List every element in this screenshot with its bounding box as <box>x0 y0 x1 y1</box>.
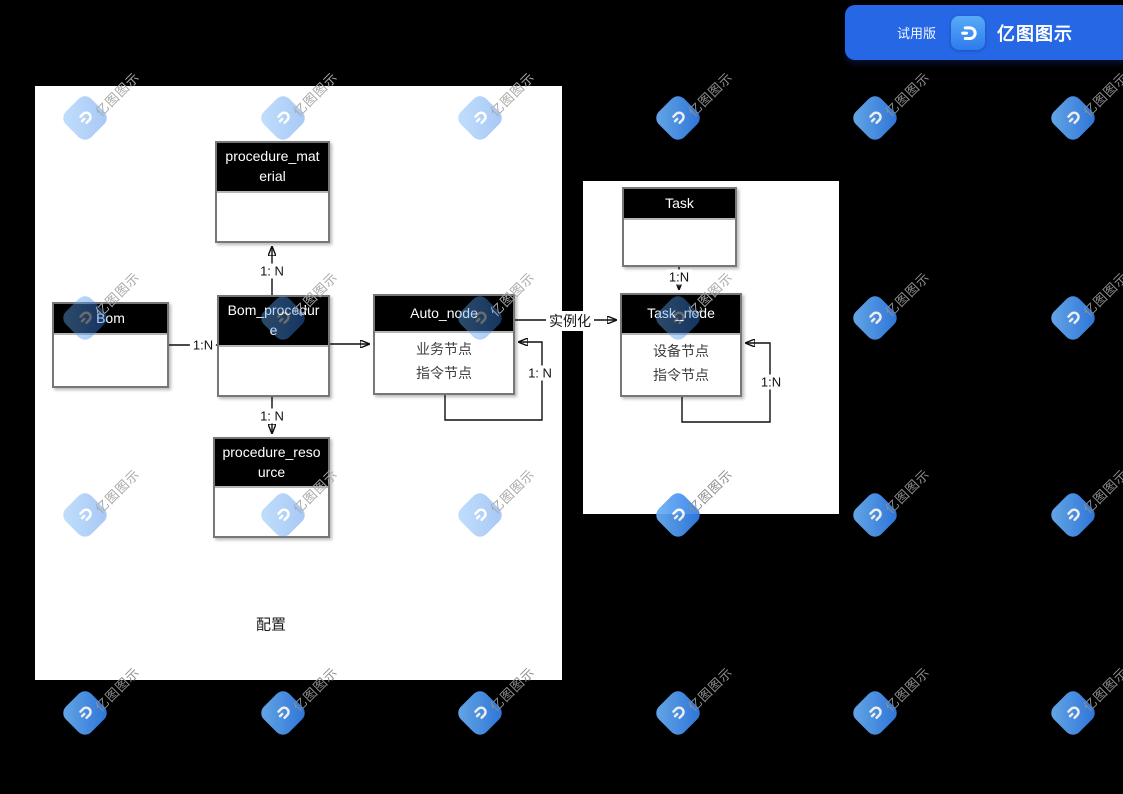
entity-title: procedure_resource <box>215 439 328 488</box>
entity-title: Auto_node <box>375 296 513 333</box>
bom_procedure-to-procedure_resource-label: 1: N <box>257 408 287 424</box>
auto_node-self-loop-label: 1: N <box>525 365 555 381</box>
entity-title: Bom <box>54 304 167 335</box>
entity-procedure_resource: procedure_resource <box>213 437 330 538</box>
auto_node-to-task_node-label: 实例化 <box>546 311 594 331</box>
auto_node-self-loop <box>444 342 543 421</box>
trial-banner: 试用版 亿图图示 <box>845 5 1123 60</box>
entity-body-line: 设备节点 <box>653 343 709 360</box>
entity-body: 业务节点指令节点 <box>375 333 513 391</box>
entity-body-line: 业务节点 <box>416 341 472 358</box>
entity-bom_procedure: Bom_procedure <box>217 295 330 397</box>
task_node-self-loop-label: 1:N <box>757 374 785 390</box>
bom_procedure-to-procedure_material-label: 1: N <box>257 263 287 279</box>
config-area-label: 配置 <box>255 616 287 634</box>
entity-task: Task <box>622 187 737 267</box>
entity-title: Bom_procedure <box>219 297 328 347</box>
entity-procedure_material: procedure_material <box>215 141 330 243</box>
brand-name: 亿图图示 <box>997 23 1074 44</box>
entity-title: Task <box>624 189 735 220</box>
trial-version-label: 试用版 <box>897 26 937 41</box>
entity-title: procedure_material <box>217 143 328 193</box>
entity-body-line: 指令节点 <box>653 367 709 383</box>
entity-bom: Bom <box>52 302 169 388</box>
task_node-self-loop <box>681 343 771 423</box>
edraw-d-glyph <box>961 25 977 40</box>
entity-body: 设备节点指令节点 <box>622 335 740 393</box>
edraw-logo-icon <box>951 15 986 50</box>
bom-to-bom_procedure-label: 1:N <box>189 337 217 353</box>
entity-body-line: 指令节点 <box>416 365 472 381</box>
task-to-task_node-label: 1:N <box>665 269 693 285</box>
entity-title: Task_node <box>622 295 740 335</box>
